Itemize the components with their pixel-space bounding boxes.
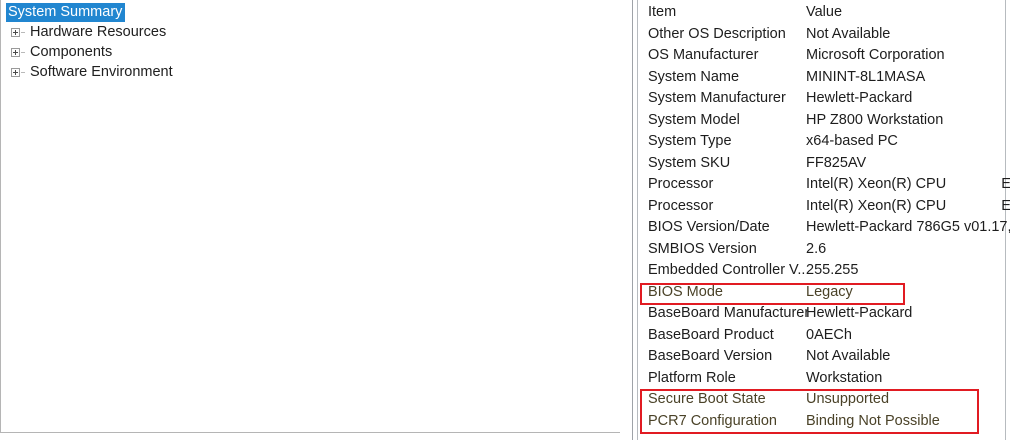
tree-root: System Summary Hardware Resources Compon… [1,3,620,83]
row-item: System Name [648,68,740,85]
row-value: Not Available [806,348,891,364]
row-value: 2.6 [806,240,827,257]
row-item: System SKU [648,154,731,171]
row-item: System Type [648,133,732,149]
row-item: BIOS Version/Date [648,219,770,235]
details-list-pane[interactable]: Item Value Other OS Description Not Avai… [639,0,1010,440]
row-value: Intel(R) Xeon(R) CPU E5506 [806,196,1010,218]
table-row[interactable]: PCR7 Configuration Binding Not Possible [639,411,1010,433]
tree-item-software-environment[interactable]: Software Environment [1,63,620,83]
row-item: Embedded Controller V... [648,262,808,278]
row-value: Hewlett-Packard 786G5 v01.17, 8/ [806,219,1010,235]
row-value: 255.255 [806,262,859,278]
plus-box-icon[interactable] [6,43,28,63]
row-value-extra: E5506 [1001,197,1010,214]
row-value: Microsoft Corporation [806,47,945,63]
table-row[interactable]: System Type x64-based PC [639,131,1010,153]
table-row[interactable]: Platform Role Workstation [639,368,1010,390]
table-row[interactable]: BIOS Mode Legacy [639,282,1010,304]
plus-box-icon[interactable] [6,63,28,83]
table-row[interactable]: Processor Intel(R) Xeon(R) CPU E5506 [639,174,1010,196]
row-value: Hewlett-Packard [806,305,913,321]
table-row[interactable]: System SKU FF825AV [639,153,1010,175]
row-item: OS Manufacturer [648,47,759,63]
tree-item-label: Hardware Resources [30,24,167,40]
table-row[interactable]: BaseBoard Version Not Available [639,346,1010,368]
pane-right-border [1005,0,1006,440]
row-value-extra: E5506 [1001,176,1010,192]
row-value: MININT-8L1MASA [806,68,926,85]
details-column-header[interactable]: Item Value [639,2,1010,24]
row-item: PCR7 Configuration [648,412,777,429]
pane-splitter[interactable] [631,0,639,440]
column-header-item: Item [648,4,677,20]
row-item: BIOS Mode [648,283,723,300]
table-row[interactable]: System Name MININT-8L1MASA [639,67,1010,89]
tree-item-components[interactable]: Components [1,43,620,63]
row-value: Unsupported [806,391,890,407]
row-value: Intel(R) Xeon(R) CPU E5506 [806,174,1010,196]
table-row[interactable]: Secure Boot State Unsupported [639,389,1010,411]
table-row[interactable]: BaseBoard Manufacturer Hewlett-Packard [639,303,1010,325]
navigation-tree-pane[interactable]: System Summary Hardware Resources Compon… [0,0,620,433]
row-item: BaseBoard Product [648,326,774,343]
splitter-line-left [632,0,633,440]
table-row[interactable]: Embedded Controller V... 255.255 [639,260,1010,282]
row-value: Binding Not Possible [806,412,940,429]
tree-item-hardware-resources[interactable]: Hardware Resources [1,23,620,43]
tree-item-label: Components [30,44,113,60]
row-item: System Manufacturer [648,90,786,106]
row-value: Hewlett-Packard [806,90,913,106]
table-row[interactable]: System Model HP Z800 Workstation [639,110,1010,132]
row-item: Processor [648,176,714,192]
row-item: System Model [648,111,740,128]
table-row[interactable]: SMBIOS Version 2.6 [639,239,1010,261]
table-row[interactable]: BaseBoard Product 0AECh [639,325,1010,347]
tree-item-label: Software Environment [30,64,173,80]
row-value: x64-based PC [806,133,898,149]
table-row[interactable]: BIOS Version/Date Hewlett-Packard 786G5 … [639,217,1010,239]
row-value: Workstation [806,369,883,386]
row-value: HP Z800 Workstation [806,111,944,128]
row-item: Other OS Description [648,25,786,42]
splitter-line-right [637,0,638,440]
row-value-main: Intel(R) Xeon(R) CPU [806,197,947,214]
plus-box-icon[interactable] [6,23,28,43]
row-item: SMBIOS Version [648,240,757,257]
row-item: Platform Role [648,369,736,386]
row-value: FF825AV [806,154,867,171]
table-row[interactable]: Processor Intel(R) Xeon(R) CPU E5506 [639,196,1010,218]
row-item: BaseBoard Manufacturer [648,305,808,321]
row-value: 0AECh [806,326,852,343]
row-item: Processor [648,197,714,214]
row-item: Secure Boot State [648,391,766,407]
details-rows: Item Value Other OS Description Not Avai… [639,2,1010,432]
row-value-main: Intel(R) Xeon(R) CPU [806,176,947,192]
tree-item-system-summary[interactable]: System Summary [1,3,620,23]
tree-item-label: System Summary [6,3,126,22]
table-row[interactable]: OS Manufacturer Microsoft Corporation [639,45,1010,67]
row-value: Legacy [806,283,853,300]
table-row[interactable]: Other OS Description Not Available [639,24,1010,46]
row-value: Not Available [806,25,891,42]
table-row[interactable]: System Manufacturer Hewlett-Packard [639,88,1010,110]
column-header-value: Value [806,4,843,20]
row-item: BaseBoard Version [648,348,773,364]
